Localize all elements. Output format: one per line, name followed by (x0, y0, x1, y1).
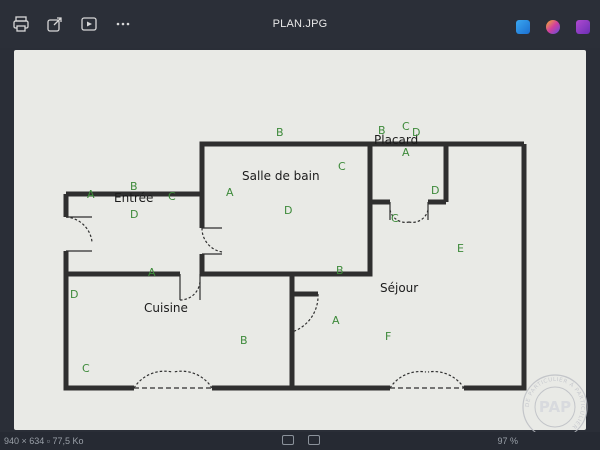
crop-icon[interactable] (282, 435, 294, 445)
wall-letter: A (226, 186, 234, 199)
wall-letter: B (276, 126, 284, 139)
room-label-placard: Placard (374, 133, 418, 147)
copilot-icon[interactable] (546, 20, 560, 34)
slideshow-icon[interactable] (74, 9, 104, 39)
room-label-sejour: Séjour (380, 281, 418, 295)
wall-letter: B (130, 180, 138, 193)
pap-logo: DE PARTICULIER À PARTICULIER PAP (520, 372, 590, 442)
wall-letter: F (385, 330, 391, 343)
wall-letter: B (240, 334, 248, 347)
wall-letter: C (168, 190, 176, 203)
fit-icon[interactable] (308, 435, 320, 445)
wall-letter: A (332, 314, 340, 327)
wall-letter: C (402, 120, 410, 133)
floor-plan: Entrée Salle de bain Placard Cuisine Séj… (63, 120, 527, 391)
wall-letter: D (431, 184, 439, 197)
wall-letter: D (284, 204, 292, 217)
more-icon[interactable] (108, 9, 138, 39)
wall-letter: D (412, 126, 420, 139)
wall-letter: A (87, 188, 95, 201)
status-bar: 940 × 634 ▫ 77,5 Ko 97 % (0, 432, 600, 450)
wall-letter: D (130, 208, 138, 221)
print-icon[interactable] (6, 9, 36, 39)
wall-letter: B (336, 264, 344, 277)
image-info: 940 × 634 ▫ 77,5 Ko (4, 436, 84, 446)
wall-letter: A (148, 266, 156, 279)
room-label-cuisine: Cuisine (144, 301, 188, 315)
share-icon[interactable] (40, 9, 70, 39)
floor-plan-image: Entrée Salle de bain Placard Cuisine Séj… (14, 50, 586, 430)
room-label-salle-de-bain: Salle de bain (242, 169, 320, 183)
wall-letter: C (82, 362, 90, 375)
wall-letter: D (70, 288, 78, 301)
zoom-level[interactable]: 97 % (497, 436, 518, 446)
wall-letter: E (457, 242, 464, 255)
image-viewport[interactable]: Entrée Salle de bain Placard Cuisine Séj… (0, 48, 600, 432)
toolbar: PLAN.JPG (0, 0, 600, 48)
clipchamp-icon[interactable] (576, 20, 590, 34)
edit-icon[interactable] (516, 20, 530, 34)
room-label-entree: Entrée (114, 191, 153, 205)
wall-letter: C (391, 212, 399, 225)
wall-letter: B (378, 124, 386, 137)
svg-text:PAP: PAP (539, 398, 571, 416)
wall-letter: A (402, 146, 410, 159)
wall-letter: C (338, 160, 346, 173)
window-title: PLAN.JPG (272, 18, 328, 30)
